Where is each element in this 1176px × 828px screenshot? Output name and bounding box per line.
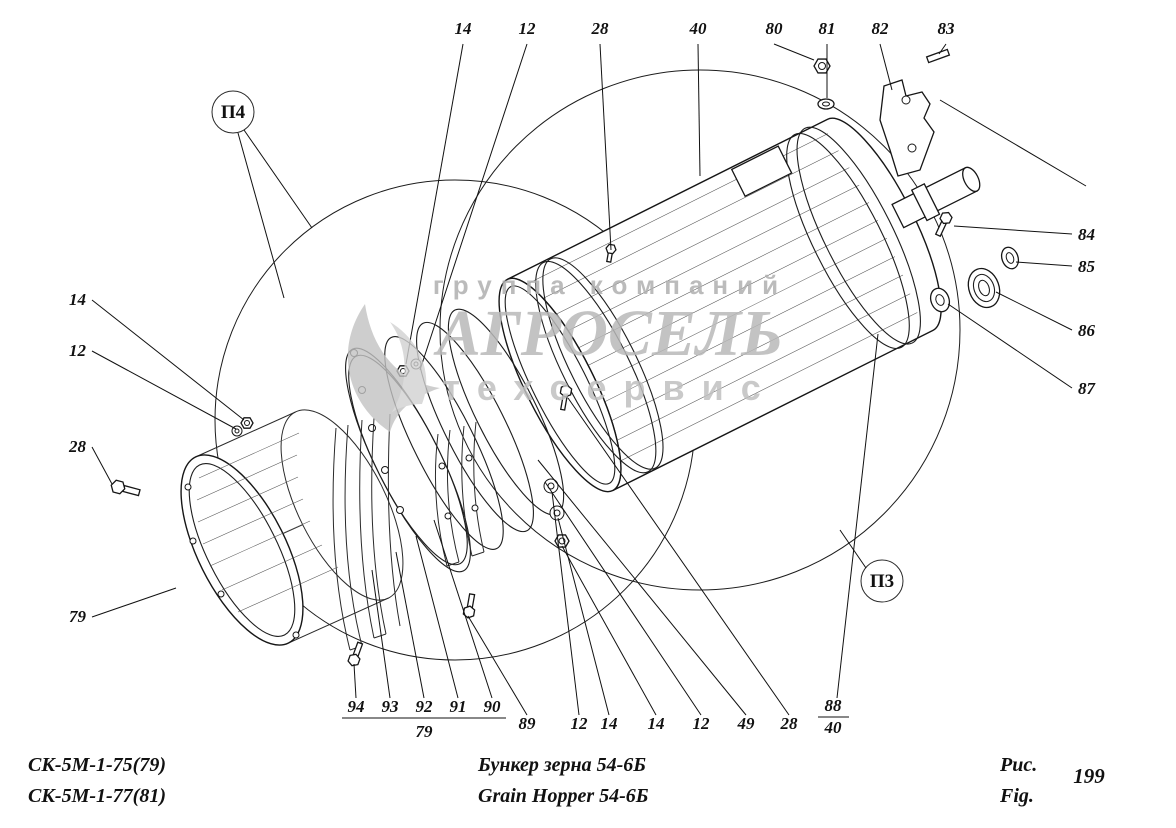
washer-stack [543, 384, 573, 548]
shaft-collar [910, 182, 941, 222]
bolt-centre [559, 384, 573, 411]
clamp-strips [434, 421, 485, 567]
model-code-1: СК-5М-1-75(79) [28, 754, 166, 776]
callout: 40 [689, 19, 708, 38]
drum-hatch [518, 133, 918, 468]
callout: 80 [766, 19, 784, 38]
callout-fraction-bottom: 40 [824, 718, 843, 737]
callout: 14 [601, 714, 618, 733]
support-bracket [879, 79, 935, 177]
callout-numbers: 14 12 28 40 80 81 82 83 84 85 86 87 14 1… [68, 19, 1097, 741]
pin-83 [925, 48, 951, 64]
bolt-28-left [110, 479, 141, 497]
figure-title-en: Grain Hopper 54-6Б [478, 785, 649, 807]
bracket-hole [901, 95, 911, 105]
callout: 86 [1078, 321, 1096, 340]
callout: 91 [450, 697, 467, 716]
drum-mount-plate [730, 145, 793, 198]
construction-line [939, 99, 1087, 187]
svg-text:П3: П3 [870, 571, 894, 592]
callout: 85 [1078, 257, 1096, 276]
drum-front-face [498, 277, 622, 493]
leader-lines [91, 43, 1073, 716]
figure-number-block: Рис. Fig. 199 [1000, 750, 1105, 812]
bottom-shell [180, 409, 404, 646]
callout: 28 [68, 437, 87, 456]
callout: 87 [1078, 379, 1097, 398]
nut-washer-top [396, 358, 422, 377]
figure-number: 199 [1073, 764, 1105, 788]
callout: 14 [455, 19, 472, 38]
callout: 81 [819, 19, 836, 38]
washer-81 [817, 98, 835, 110]
callout: 79 [69, 607, 87, 626]
washer-87 [929, 287, 951, 313]
hopper-straps [332, 413, 401, 651]
drum-front-ring [504, 285, 616, 485]
bearing-86 [967, 267, 1001, 309]
svg-text:П4: П4 [221, 102, 246, 123]
callout-fraction-top: 88 [825, 696, 843, 715]
bolt-94 [347, 641, 364, 667]
callout: 28 [780, 714, 799, 733]
callout: 12 [693, 714, 711, 733]
nut-washer-left [231, 417, 254, 437]
shell-hatch [196, 432, 339, 613]
callout: 92 [416, 697, 434, 716]
nut-80 [813, 58, 831, 74]
view-label-p4: П4 [211, 90, 313, 299]
bracket-hole [907, 143, 917, 153]
callout: 90 [484, 697, 502, 716]
callout: 14 [69, 290, 86, 309]
callout: 12 [69, 341, 87, 360]
callout: 14 [648, 714, 665, 733]
drum-band-front-2 [542, 257, 664, 470]
callout: 12 [571, 714, 589, 733]
lock-washer-85 [1000, 246, 1020, 270]
drum-rear-flange [796, 126, 921, 345]
callout: 83 [938, 19, 956, 38]
drum-band-rear [786, 132, 910, 350]
callout: 12 [519, 19, 537, 38]
callout: 28 [591, 19, 610, 38]
callout-group-sub: 79 [416, 722, 434, 741]
callout: 82 [872, 19, 890, 38]
hopper-drum [498, 117, 942, 493]
model-codes: СК-5М-1-75(79) СК-5М-1-77(81) [28, 750, 166, 812]
model-code-2: СК-5М-1-77(81) [28, 785, 166, 807]
fig-label-en: Fig. [1000, 785, 1034, 807]
callout: 89 [519, 714, 537, 733]
fig-label-ru: Рис. [1000, 754, 1038, 776]
detail-circle-p3 [439, 69, 961, 591]
bolt-89 [462, 593, 476, 619]
figure-title: Бункер зерна 54-6Б Grain Hopper 54-6Б [478, 750, 649, 812]
view-label-p3: П3 [839, 529, 904, 603]
drive-shaft [891, 166, 981, 229]
callout: 49 [737, 714, 756, 733]
callout: 84 [1078, 225, 1095, 244]
callout: 93 [382, 697, 400, 716]
bolt-84 [934, 211, 953, 238]
callout: 94 [348, 697, 365, 716]
figure-title-ru: Бункер зерна 54-6Б [478, 754, 647, 776]
